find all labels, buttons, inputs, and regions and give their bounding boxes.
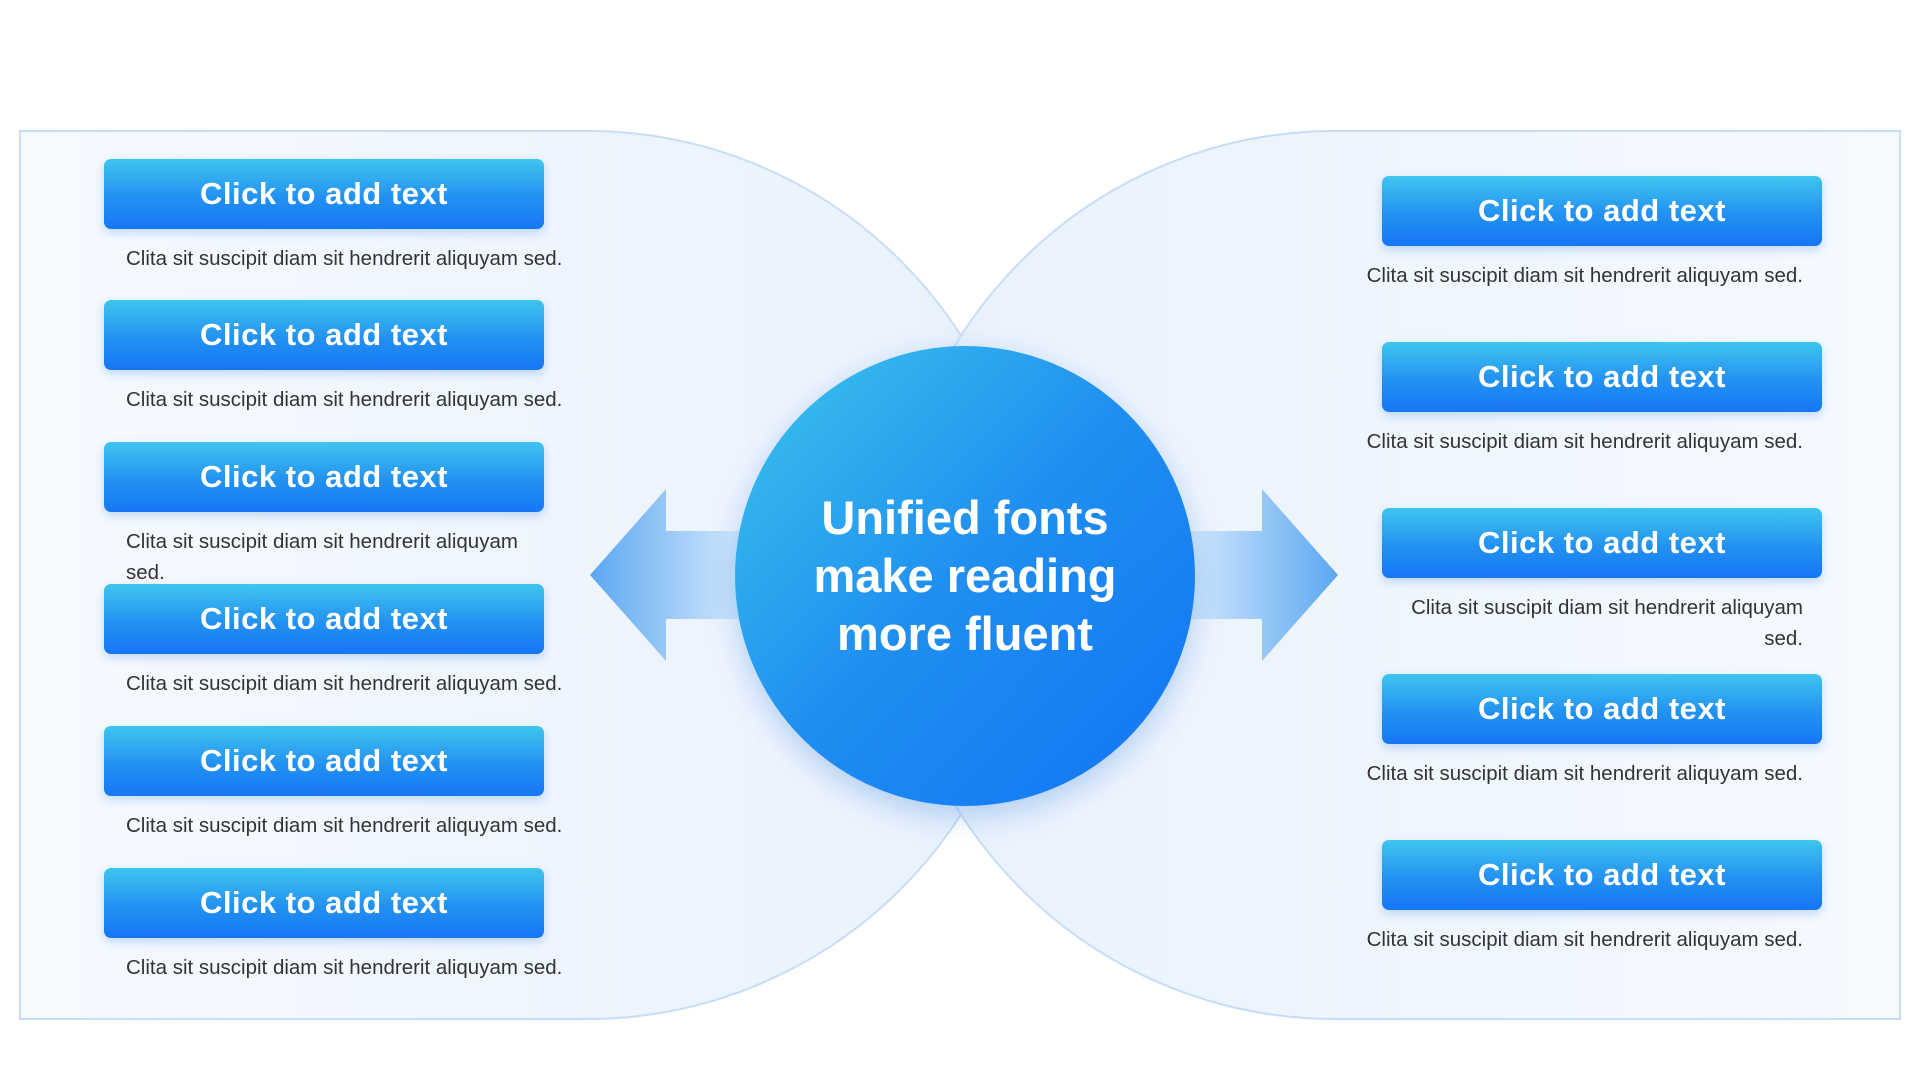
right-item-2: Click to add text Clita sit suscipit dia… — [1333, 342, 1893, 457]
left-item-1: Click to add text Clita sit suscipit dia… — [104, 159, 664, 274]
left-item-5-title-button[interactable]: Click to add text — [104, 726, 544, 796]
left-item-2-title-button[interactable]: Click to add text — [104, 300, 544, 370]
left-item-6-title-button[interactable]: Click to add text — [104, 868, 544, 938]
left-item-3-description: Clita sit suscipit diam sit hendrerit al… — [126, 530, 518, 584]
left-double-arrow — [590, 489, 745, 661]
left-item-4-description: Clita sit suscipit diam sit hendrerit al… — [126, 672, 563, 695]
right-item-2-description: Clita sit suscipit diam sit hendrerit al… — [1366, 430, 1803, 453]
left-item-4-title-button[interactable]: Click to add text — [104, 584, 544, 654]
left-item-2: Click to add text Clita sit suscipit dia… — [104, 300, 664, 415]
center-circle: Unified fonts make reading more fluent — [735, 346, 1195, 806]
right-item-4-description: Clita sit suscipit diam sit hendrerit al… — [1366, 762, 1803, 785]
right-item-3-title-button[interactable]: Click to add text — [1382, 508, 1822, 578]
left-item-5: Click to add text Clita sit suscipit dia… — [104, 726, 664, 841]
left-item-1-title-button[interactable]: Click to add text — [104, 159, 544, 229]
left-item-6-description: Clita sit suscipit diam sit hendrerit al… — [126, 956, 563, 979]
right-item-2-title-button[interactable]: Click to add text — [1382, 342, 1822, 412]
right-item-3: Click to add text Clita sit suscipit dia… — [1333, 508, 1893, 654]
right-item-1: Click to add text Clita sit suscipit dia… — [1333, 176, 1893, 291]
right-item-1-description: Clita sit suscipit diam sit hendrerit al… — [1366, 264, 1803, 287]
right-item-4: Click to add text Clita sit suscipit dia… — [1333, 674, 1893, 789]
right-item-1-title-button[interactable]: Click to add text — [1382, 176, 1822, 246]
left-item-3: Click to add text Clita sit suscipit dia… — [104, 442, 664, 588]
right-item-5-description: Clita sit suscipit diam sit hendrerit al… — [1366, 928, 1803, 951]
left-item-2-description: Clita sit suscipit diam sit hendrerit al… — [126, 388, 563, 411]
left-item-5-description: Clita sit suscipit diam sit hendrerit al… — [126, 814, 563, 837]
left-item-1-description: Clita sit suscipit diam sit hendrerit al… — [126, 247, 563, 270]
center-title: Unified fonts make reading more fluent — [813, 491, 1117, 660]
right-item-3-description: Clita sit suscipit diam sit hendrerit al… — [1411, 596, 1803, 650]
right-item-5-title-button[interactable]: Click to add text — [1382, 840, 1822, 910]
left-item-3-title-button[interactable]: Click to add text — [104, 442, 544, 512]
right-item-5: Click to add text Clita sit suscipit dia… — [1333, 840, 1893, 955]
right-double-arrow — [1185, 489, 1338, 661]
right-item-4-title-button[interactable]: Click to add text — [1382, 674, 1822, 744]
left-item-4: Click to add text Clita sit suscipit dia… — [104, 584, 664, 699]
left-item-6: Click to add text Clita sit suscipit dia… — [104, 868, 664, 983]
